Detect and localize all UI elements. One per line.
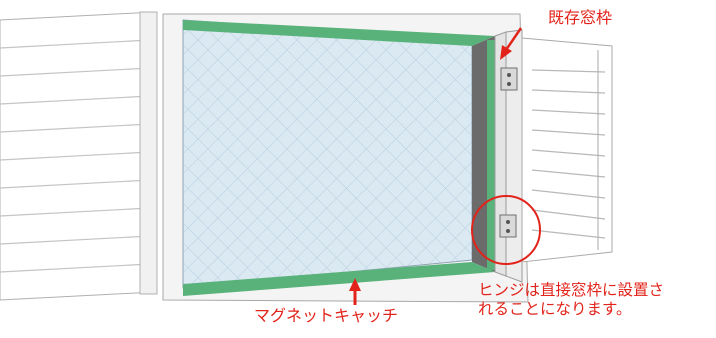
existing-frame-label: 既存窓枠 [548, 8, 613, 27]
glass-pane [182, 19, 473, 289]
magnet-catch-label: マグネットキャッチ [254, 306, 399, 325]
right-shutter [521, 37, 613, 263]
hinge-note-line1: ヒンジは直接窓枠に設置さ [478, 281, 665, 299]
left-shutter [0, 11, 158, 301]
screen-frame [183, 20, 507, 296]
hinge-note-line2: れることになります。 [478, 300, 632, 319]
hinge-highlight-circle [471, 195, 541, 265]
hinge-top [500, 67, 518, 91]
catch-arrow [349, 278, 361, 305]
hinge-note: ヒンジは直接窓枠に設置さ れることになります。 [478, 281, 664, 320]
hinge-bottom [499, 214, 517, 238]
frame-arrow [500, 27, 523, 60]
